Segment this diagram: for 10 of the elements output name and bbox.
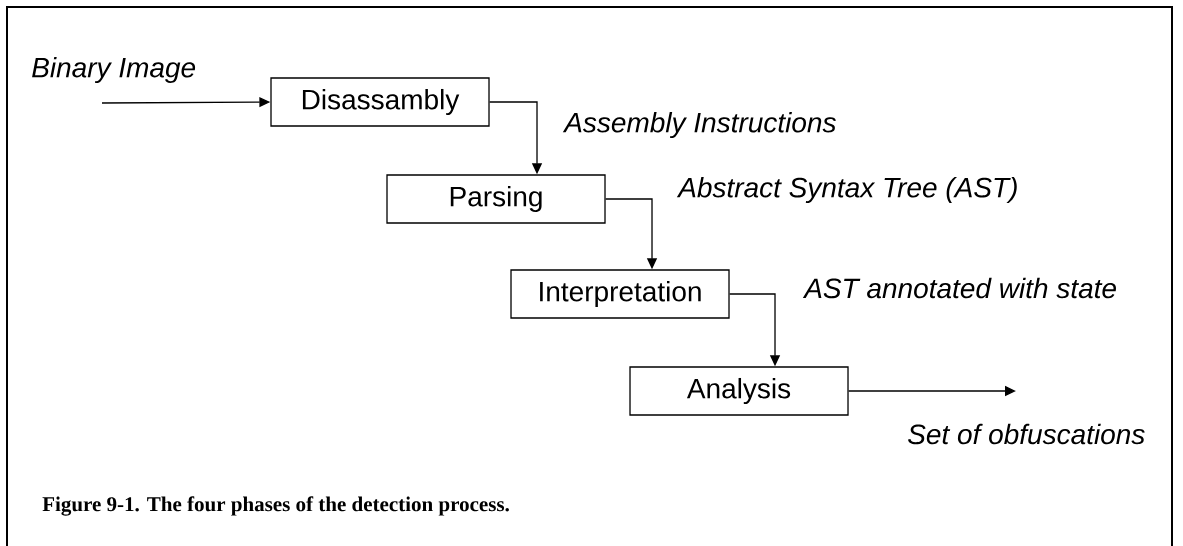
edge-label: Assembly Instructions xyxy=(562,110,838,140)
caption: Figure 9-1. The four phases of the detection process. xyxy=(42,496,509,516)
edge-label: AST annotated with state xyxy=(802,276,1119,300)
edge-label: Abstract Syntax Tree (AST) xyxy=(676,175,1020,205)
edge-label: Binary Image xyxy=(30,55,198,85)
process-box: Parsing xyxy=(386,174,606,224)
edge-label: Set of obfuscations xyxy=(906,422,1147,446)
process-box: Disassambly xyxy=(270,77,490,127)
process-box: Interpretation xyxy=(510,269,730,319)
process-box: Analysis xyxy=(629,366,849,416)
